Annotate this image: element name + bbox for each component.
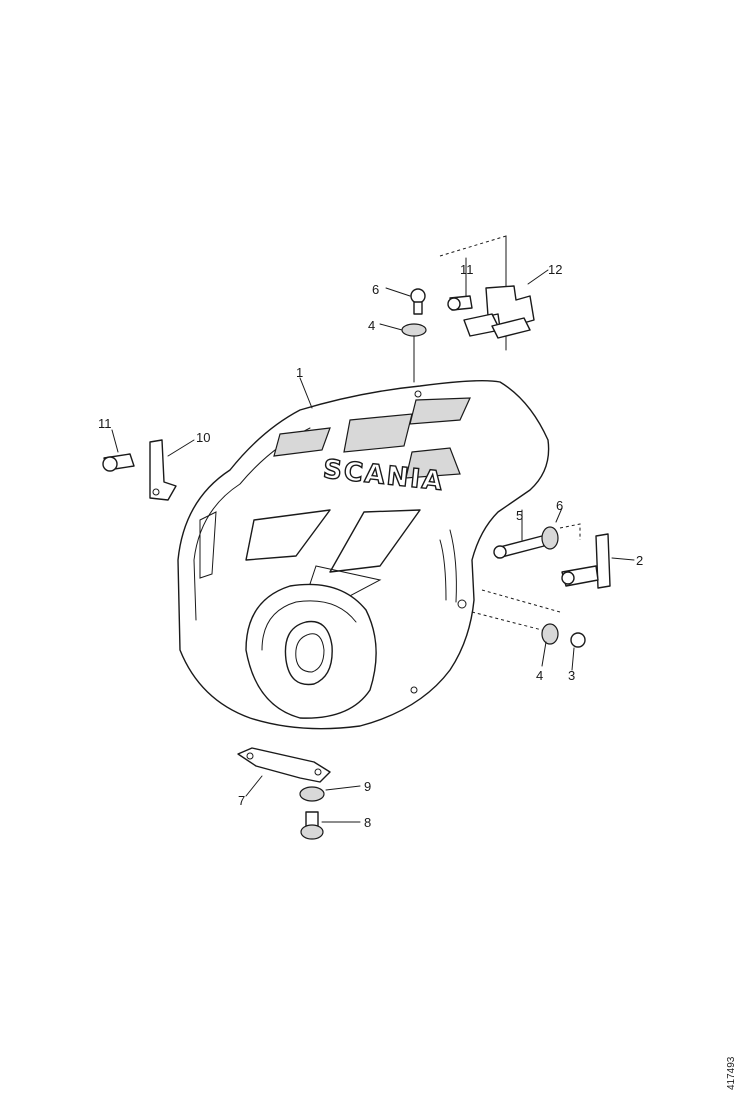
leader-1 xyxy=(299,377,313,409)
callout-6-top: 6 xyxy=(372,282,379,297)
callout-4-top: 4 xyxy=(368,318,375,333)
callout-7: 7 xyxy=(238,793,245,808)
right-side-hardware xyxy=(471,507,635,671)
callout-11-top: 11 xyxy=(460,262,474,277)
callout-12: 12 xyxy=(548,262,562,277)
callout-4-right: 4 xyxy=(536,668,543,683)
callout-5: 5 xyxy=(516,508,523,523)
upper-bracket-assembly xyxy=(439,235,549,351)
callout-10: 10 xyxy=(196,430,210,445)
engine-cover: SCANIA xyxy=(177,379,550,730)
callout-11-left: 11 xyxy=(98,416,112,431)
top-screw-washer xyxy=(379,287,427,383)
bottom-hardware xyxy=(237,747,361,840)
left-bracket xyxy=(102,429,195,501)
callout-6-right: 6 xyxy=(556,498,563,513)
callout-8: 8 xyxy=(364,815,371,830)
callout-1: 1 xyxy=(296,365,303,380)
callout-3: 3 xyxy=(568,668,575,683)
callout-9: 9 xyxy=(364,779,371,794)
callout-2: 2 xyxy=(636,553,643,568)
reference-number: 417493 xyxy=(726,1056,737,1090)
callout-labels: 1 2 3 4 4 5 6 6 7 8 9 10 11 11 12 xyxy=(98,262,643,830)
